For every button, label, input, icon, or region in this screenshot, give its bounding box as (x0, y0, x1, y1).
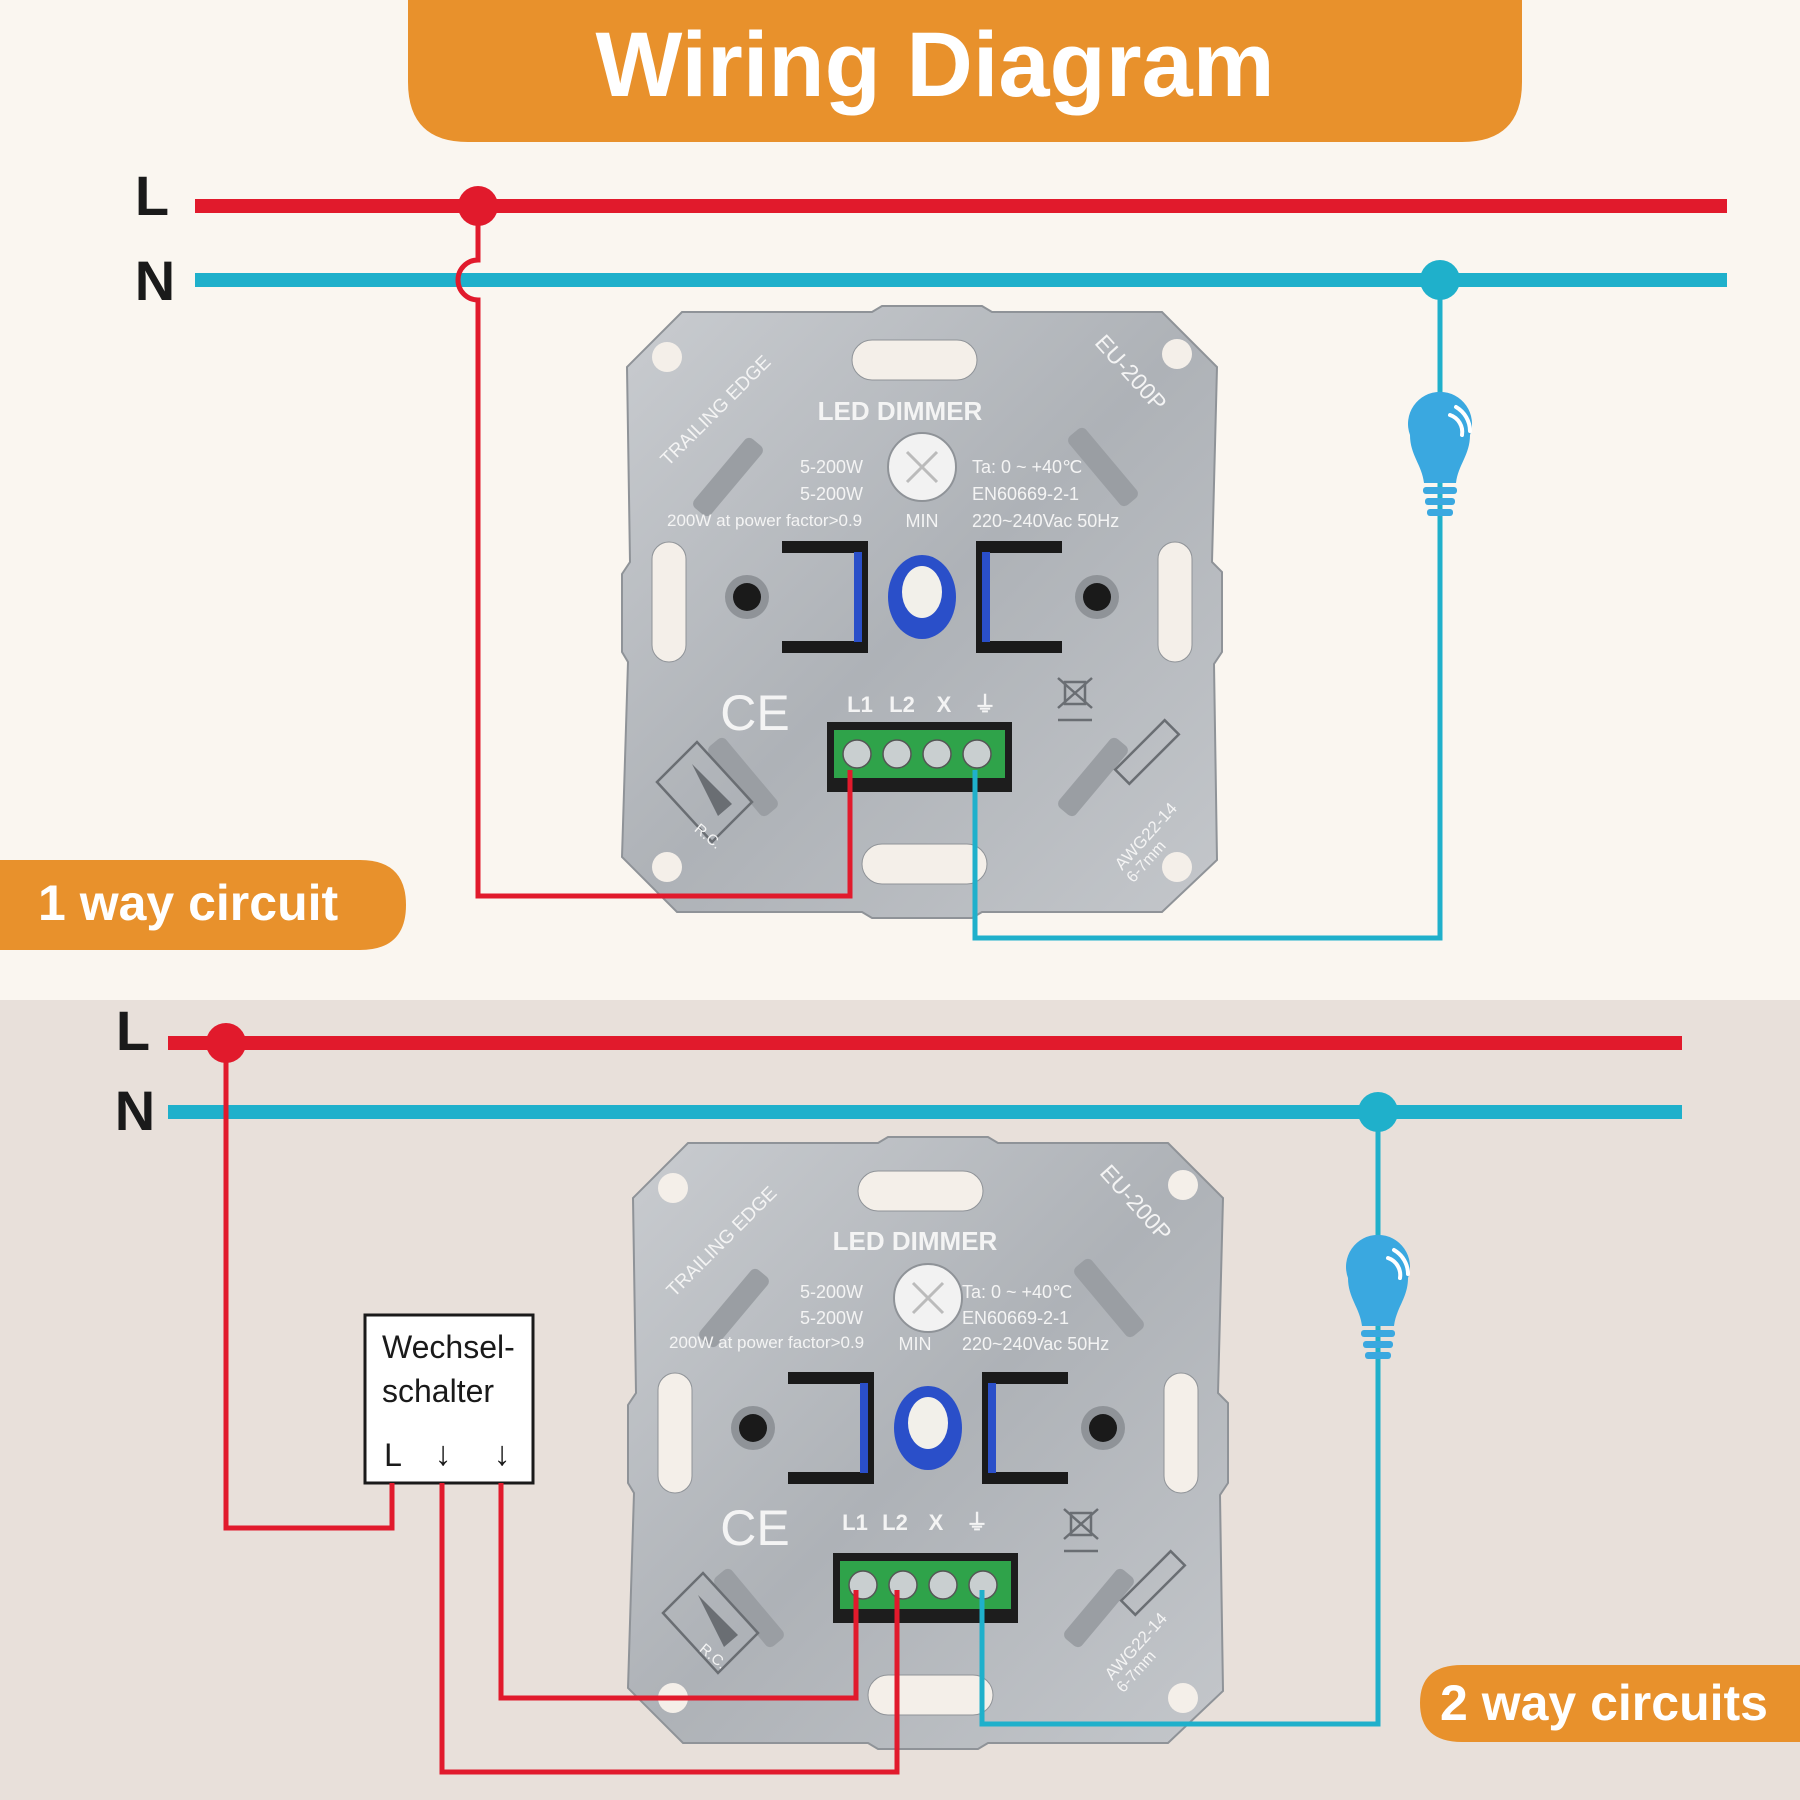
neutral-return-wire (972, 280, 1443, 941)
knob-min-label: MIN (899, 1334, 932, 1354)
spec-halogen-load: 5-200W (800, 484, 863, 504)
switch-terminal-1-arrow: ↓ (435, 1435, 452, 1473)
terminal-label-x: X (937, 692, 952, 717)
traveller-wire-l1 (498, 1483, 859, 1701)
title-banner (408, 0, 1522, 142)
switch-terminal-2-arrow: ↓ (494, 1435, 511, 1473)
ce-mark: CE (720, 1500, 789, 1556)
live-rail-label: L (135, 164, 169, 227)
two-way-circuit: L N Wechsel- schalter L ↓ ↓ LED DIMMER E… (115, 999, 1800, 1775)
spec-power-factor: 200W at power factor>0.9 (669, 1333, 864, 1352)
live-feed-wire (223, 1043, 395, 1531)
live-feed-wire (455, 206, 853, 899)
terminal-label-l1: L1 (847, 692, 873, 717)
switch-name-line1: Wechsel- (382, 1329, 515, 1365)
spec-led-load: 5-200W (800, 1282, 863, 1302)
live-junction (458, 186, 498, 226)
spec-halogen-load: 5-200W (800, 1308, 863, 1328)
circuit-label-2-way: 2 way circuits (1440, 1675, 1768, 1731)
neutral-rail-label: N (115, 1079, 155, 1142)
spec-power-factor: 200W at power factor>0.9 (667, 511, 862, 530)
dimmer-title: LED DIMMER (833, 1226, 998, 1256)
neutral-rail-label: N (135, 249, 175, 312)
circuit-label-1-way: 1 way circuit (38, 875, 338, 931)
spec-temperature: Ta: 0 ~ +40℃ (962, 1282, 1072, 1302)
terminal-label-earth: ⏚ (966, 1510, 988, 1535)
switch-name-line2: schalter (382, 1373, 494, 1409)
dimmer-title: LED DIMMER (818, 396, 983, 426)
neutral-junction (1420, 260, 1460, 300)
one-way-circuit: L N LED DIMMER EU-200P TRAILING EDGE 5-2… (0, 164, 1727, 950)
ce-mark: CE (720, 685, 789, 741)
spec-temperature: Ta: 0 ~ +40℃ (972, 457, 1082, 477)
spec-standard: EN60669-2-1 (962, 1308, 1069, 1328)
circuit-label-tag (1420, 1665, 1800, 1742)
neutral-return-wire (979, 1112, 1381, 1727)
terminal-label-l2: L2 (882, 1510, 908, 1535)
switch-terminal-l: L (384, 1437, 402, 1473)
terminal-label-earth: ⏚ (974, 692, 996, 717)
knob-min-label: MIN (906, 511, 939, 531)
spec-voltage: 220~240Vac 50Hz (972, 511, 1119, 531)
live-junction (206, 1023, 246, 1063)
page-title: Wiring Diagram (595, 14, 1274, 116)
neutral-junction (1358, 1092, 1398, 1132)
traveller-wire-l2 (439, 1483, 900, 1775)
changeover-switch (363, 1313, 535, 1485)
terminal-label-l1: L1 (842, 1510, 868, 1535)
live-rail-label: L (116, 999, 150, 1062)
terminal-label-x: X (929, 1510, 944, 1535)
spec-voltage: 220~240Vac 50Hz (962, 1334, 1109, 1354)
spec-standard: EN60669-2-1 (972, 484, 1079, 504)
terminal-label-l2: L2 (889, 692, 915, 717)
spec-led-load: 5-200W (800, 457, 863, 477)
circuit-label-tag (0, 860, 406, 950)
